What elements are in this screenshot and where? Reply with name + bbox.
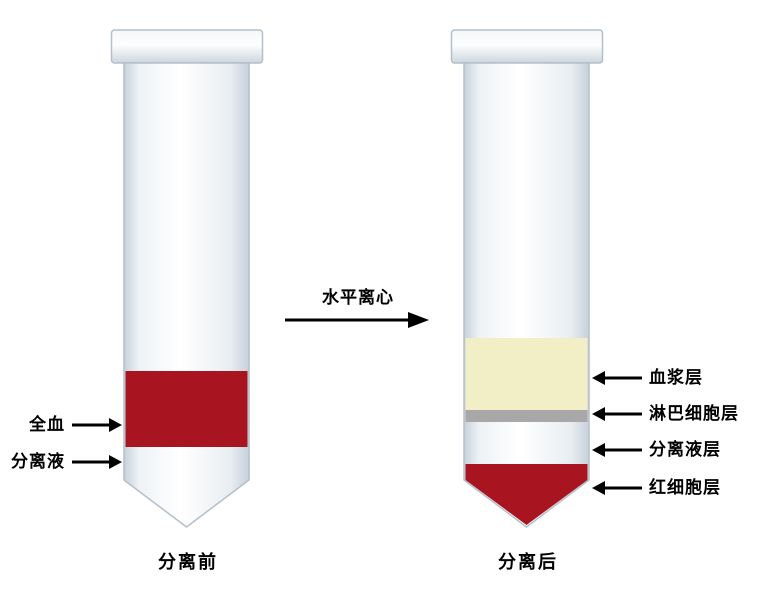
arrow-left-icon <box>592 481 642 495</box>
arrow-right-icon <box>72 418 122 432</box>
whole-blood-layer <box>125 371 248 447</box>
annotation-label: 淋巴细胞层 <box>649 404 739 424</box>
annotation-lymphocyte-layer: 淋巴细胞层 <box>592 403 739 425</box>
tube-body <box>464 63 589 527</box>
arrow-left-icon <box>592 371 642 385</box>
annotation-separation-liquid: 分离液 <box>8 451 122 473</box>
plasma-layer <box>465 338 588 410</box>
arrow-left-icon <box>592 443 642 457</box>
tube-cap <box>450 29 604 64</box>
annotation-label: 全血 <box>29 415 65 435</box>
annotation-plasma-layer: 血浆层 <box>592 367 703 389</box>
lymphocyte-layer <box>465 410 588 422</box>
process-label: 水平离心 <box>322 288 394 308</box>
arrow-right-icon <box>72 455 122 469</box>
annotation-separation-liquid-layer: 分离液层 <box>592 439 721 461</box>
annotation-red-blood-cell-layer: 红细胞层 <box>592 477 721 499</box>
tube-after <box>450 29 604 528</box>
tube-cap <box>110 29 264 64</box>
annotation-whole-blood: 全血 <box>8 414 122 436</box>
annotation-label: 红细胞层 <box>649 478 721 498</box>
red-blood-cell-layer <box>465 464 588 525</box>
caption-before: 分离前 <box>158 552 218 573</box>
tube-body <box>124 63 249 527</box>
annotation-label: 分离液层 <box>649 440 721 460</box>
caption-after: 分离后 <box>498 552 558 573</box>
arrow-right-icon <box>285 312 429 328</box>
tube-before <box>110 29 264 528</box>
tube-outline <box>123 62 250 528</box>
annotation-label: 分离液 <box>11 452 65 472</box>
annotation-label: 血浆层 <box>649 368 703 388</box>
arrow-left-icon <box>592 407 642 421</box>
tube-outline <box>463 62 590 528</box>
